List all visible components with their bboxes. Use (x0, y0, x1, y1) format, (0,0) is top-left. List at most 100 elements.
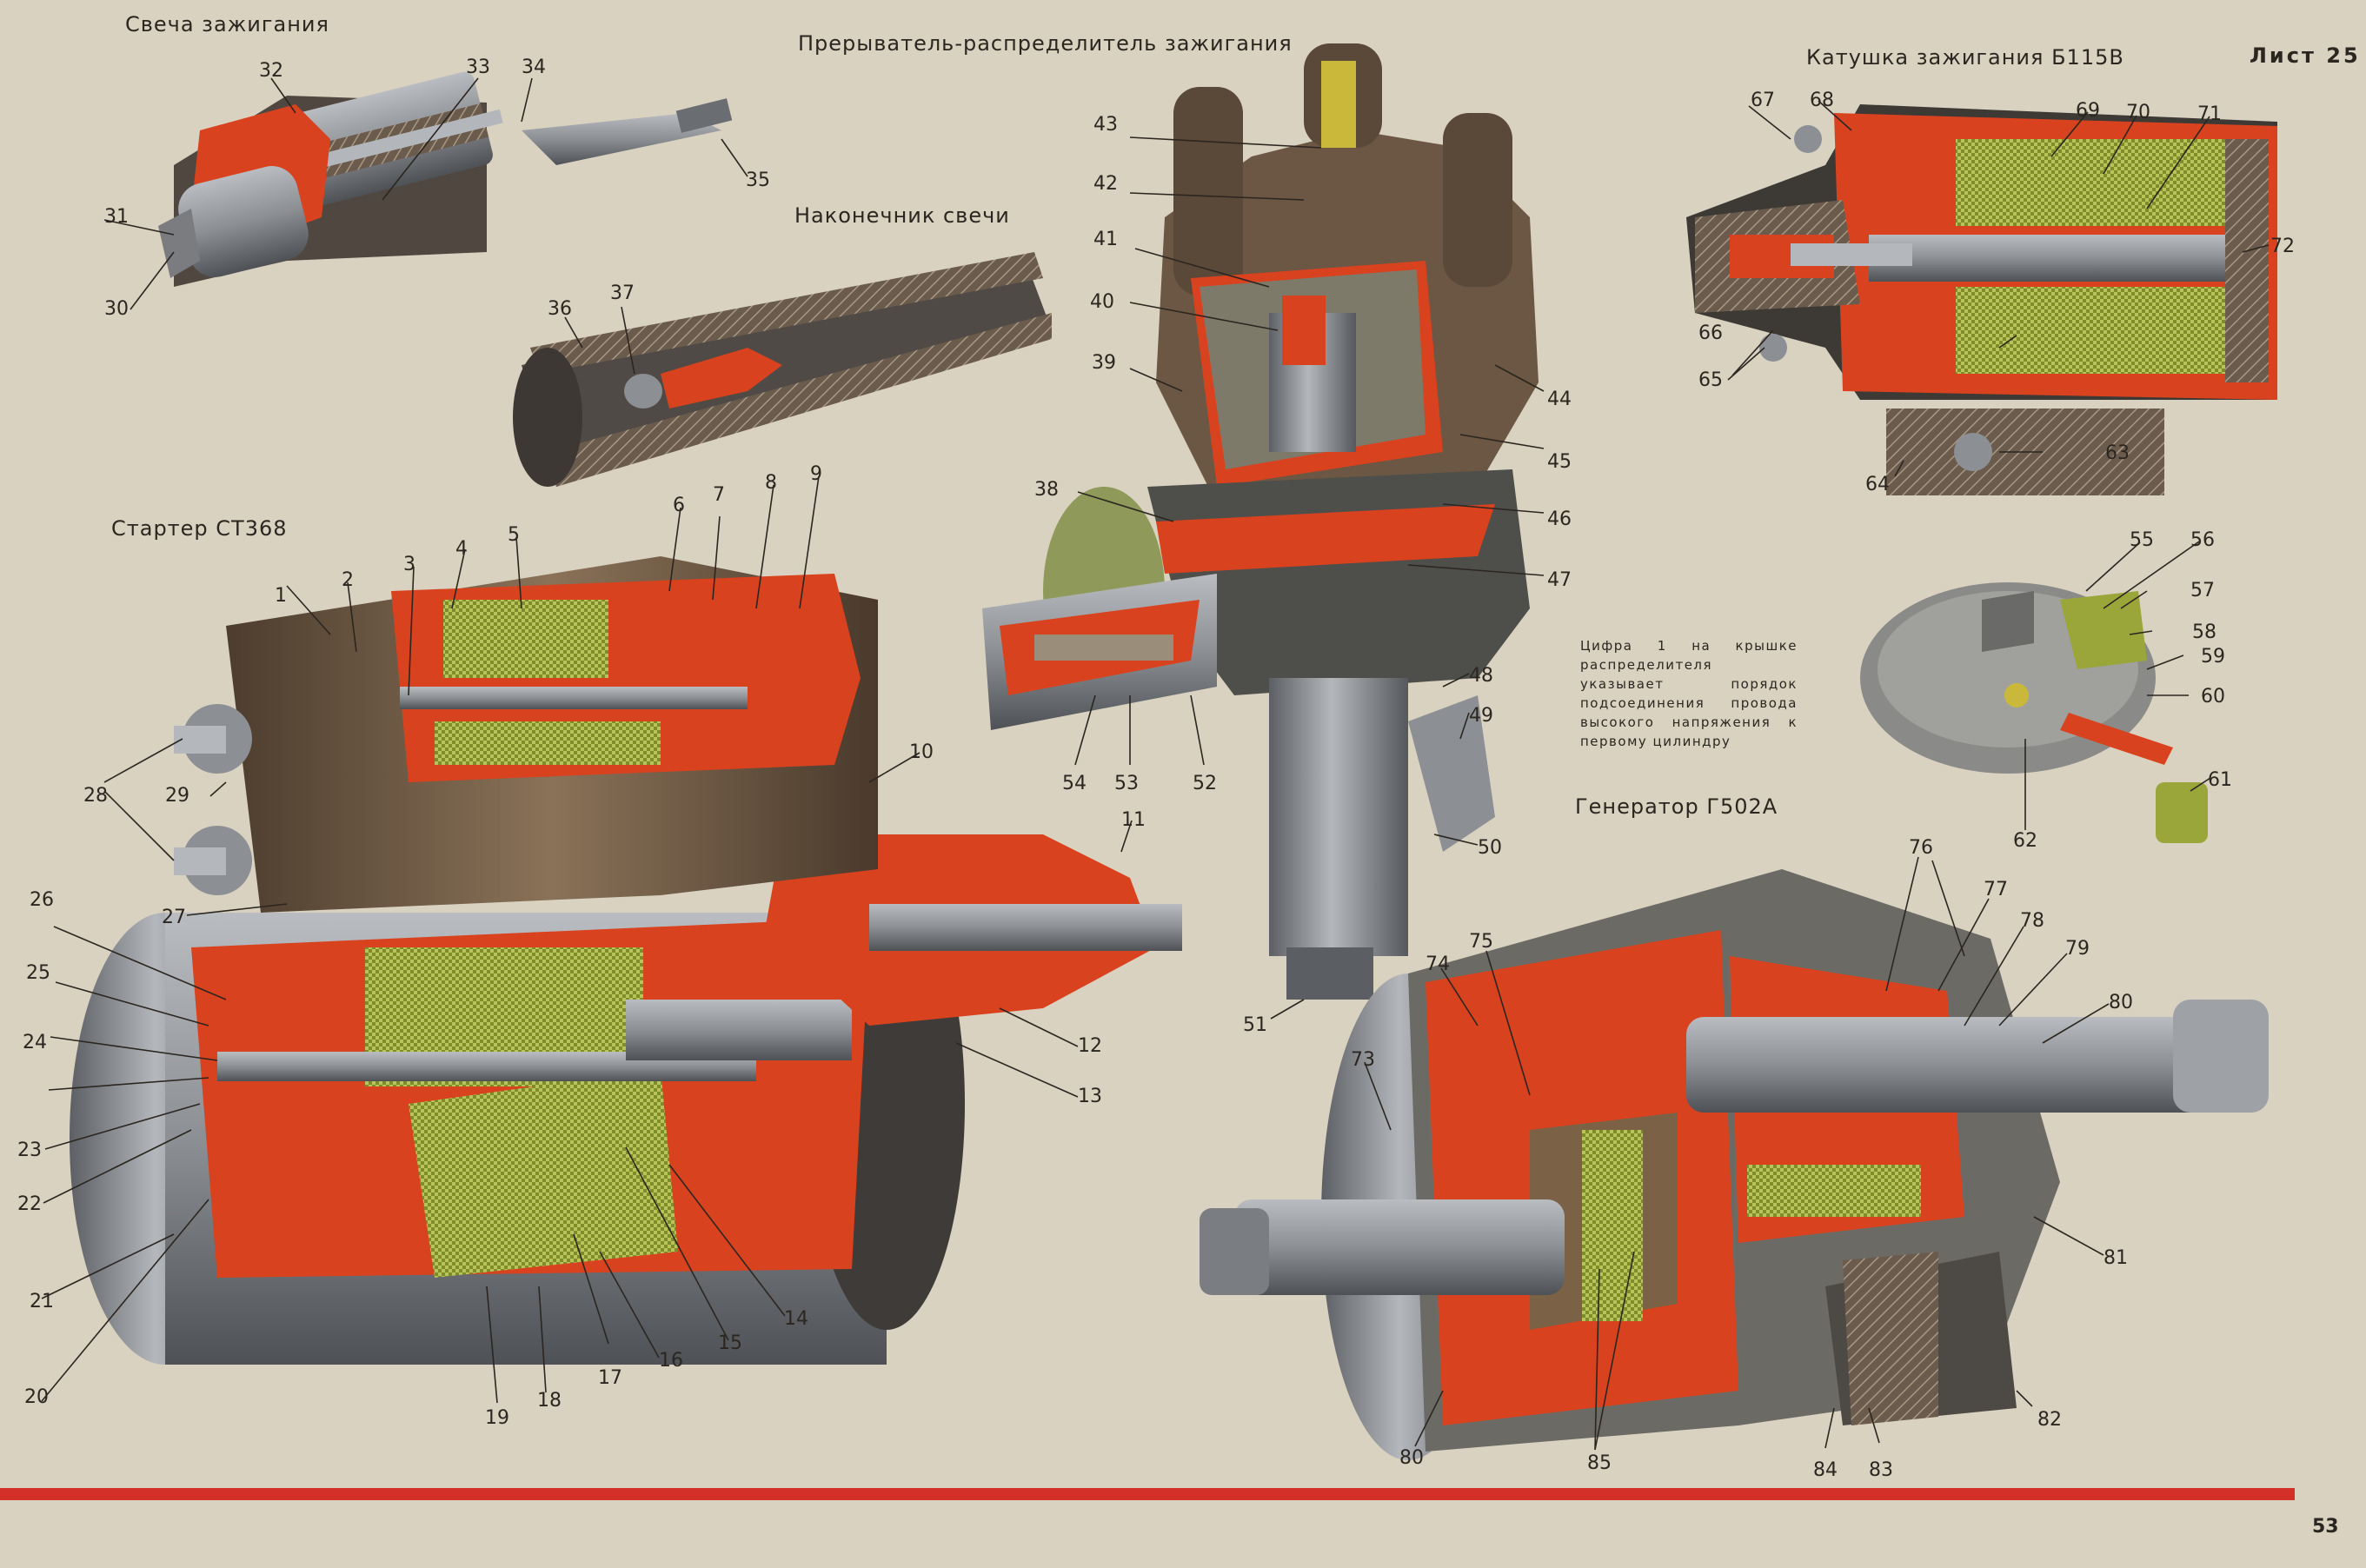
callout-75: 75 (1469, 931, 1493, 953)
callout-33: 33 (466, 56, 490, 78)
callout-65: 65 (1698, 369, 1723, 391)
callout-13: 13 (1078, 1086, 1102, 1107)
callout-71: 71 (2197, 103, 2222, 125)
callout-77: 77 (1984, 879, 2008, 900)
generator-drawing (1200, 869, 2269, 1460)
callout-31: 31 (104, 206, 129, 228)
callout-85: 85 (1587, 1452, 1612, 1474)
callout-14: 14 (784, 1308, 808, 1330)
spark-plug-drawing (158, 71, 733, 287)
callout-39: 39 (1092, 352, 1116, 374)
callout-35: 35 (746, 169, 770, 191)
callout-74: 74 (1426, 953, 1450, 975)
callout-51: 51 (1243, 1014, 1267, 1036)
callout-41: 41 (1093, 229, 1118, 250)
callout-19: 19 (485, 1407, 509, 1429)
callout-42: 42 (1093, 173, 1118, 195)
starter-drawing (70, 556, 1182, 1365)
plug-tip-title: Наконечник свечи (794, 203, 1010, 228)
callout-80: 80 (2109, 992, 2133, 1013)
callout-18: 18 (537, 1390, 562, 1412)
callout-55: 55 (2130, 529, 2154, 551)
callout-5: 5 (508, 524, 520, 546)
callout-46: 46 (1547, 508, 1572, 530)
callout-24: 24 (23, 1032, 47, 1053)
callout-47: 47 (1547, 569, 1572, 591)
callout-81: 81 (2103, 1247, 2128, 1269)
callout-27: 27 (162, 907, 186, 928)
callout-16: 16 (659, 1350, 683, 1372)
callout-48: 48 (1469, 665, 1493, 687)
callout-6: 6 (673, 495, 685, 516)
callout-60: 60 (2201, 686, 2225, 708)
starter-title: Стартер СТ368 (111, 516, 288, 541)
callout-61: 61 (2208, 769, 2232, 791)
callout-63: 63 (2105, 442, 2130, 464)
callout-17: 17 (598, 1367, 622, 1389)
callout-67: 67 (1751, 90, 1775, 111)
callout-12: 12 (1078, 1035, 1102, 1057)
callout-84: 84 (1813, 1459, 1838, 1481)
callout-66: 66 (1698, 322, 1723, 344)
callout-37: 37 (610, 282, 635, 304)
callout-38: 38 (1034, 479, 1059, 501)
callout-82: 82 (2037, 1409, 2062, 1431)
page-number: 53 (2312, 1516, 2339, 1538)
distributor-drawing (982, 43, 1539, 1000)
callout-58: 58 (2192, 621, 2216, 643)
callout-9: 9 (810, 463, 822, 485)
callout-56: 56 (2190, 529, 2215, 551)
callout-69: 69 (2076, 100, 2100, 122)
callout-8: 8 (765, 472, 777, 494)
callout-numbers: 1 2 3 4 5 6 7 8 9 10 11 12 13 14 15 16 1… (17, 56, 2295, 1481)
callout-4: 4 (455, 538, 468, 560)
spark-plug-title: Свеча зажигания (125, 12, 329, 37)
plug-tip-drawing (513, 252, 1052, 487)
callout-72: 72 (2270, 236, 2295, 257)
callout-83: 83 (1869, 1459, 1893, 1481)
ignition-coil-drawing (1686, 104, 2277, 495)
callout-43: 43 (1093, 114, 1118, 136)
callout-44: 44 (1547, 389, 1572, 410)
callout-11: 11 (1121, 809, 1146, 831)
distributor-title: Прерыватель-распределитель зажигания (798, 31, 1293, 56)
callout-1: 1 (275, 585, 287, 607)
callout-52: 52 (1193, 773, 1217, 794)
callout-26: 26 (30, 889, 54, 911)
callout-45: 45 (1547, 451, 1572, 473)
callout-34: 34 (522, 56, 546, 78)
callout-70: 70 (2126, 102, 2150, 123)
callout-80-lower: 80 (1399, 1447, 1424, 1469)
callout-7: 7 (713, 484, 725, 506)
callout-2: 2 (342, 569, 354, 591)
callout-62: 62 (2013, 830, 2037, 852)
callout-3: 3 (403, 554, 415, 575)
callout-54: 54 (1062, 773, 1087, 794)
coil-title: Катушка зажигания Б115В (1806, 45, 2124, 70)
callout-10: 10 (909, 741, 934, 763)
callout-76: 76 (1909, 837, 1933, 859)
callout-64: 64 (1865, 474, 1890, 495)
callout-36: 36 (548, 298, 572, 320)
sheet-number: Лист 25 (2250, 43, 2361, 68)
callout-28: 28 (83, 785, 108, 807)
callout-50: 50 (1478, 837, 1502, 859)
distributor-note: Цифра 1 на крышке распределителя указыва… (1580, 638, 1798, 749)
bottom-rule (0, 1488, 2295, 1500)
callout-21: 21 (30, 1291, 54, 1312)
callout-25: 25 (26, 962, 50, 984)
leader-lines (41, 77, 2270, 1451)
callout-40: 40 (1090, 291, 1114, 313)
callout-73: 73 (1351, 1049, 1375, 1071)
callout-32: 32 (259, 60, 283, 82)
callout-23: 23 (17, 1139, 42, 1161)
callout-68: 68 (1810, 90, 1834, 111)
callout-29: 29 (165, 785, 189, 807)
callout-49: 49 (1469, 705, 1493, 727)
breaker-plate-drawing (1860, 582, 2208, 843)
callout-59: 59 (2201, 646, 2225, 668)
callout-78: 78 (2020, 910, 2044, 932)
callout-57: 57 (2190, 580, 2215, 601)
